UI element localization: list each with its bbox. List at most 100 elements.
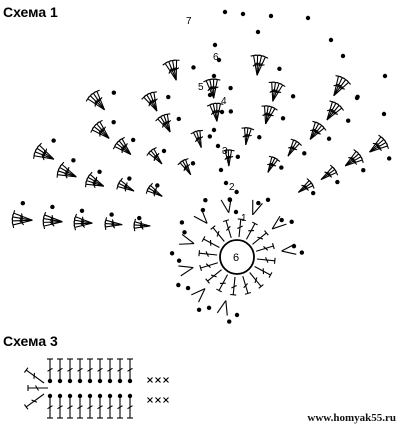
dc-top-bar: [334, 169, 339, 176]
v-stitch-symbol: [216, 300, 228, 316]
double-crochet-symbol: [182, 158, 192, 175]
dc-cross: [333, 83, 340, 87]
dc-cross: [209, 85, 215, 91]
dc-top-bar: [346, 79, 352, 85]
dc-top-bar: [42, 211, 47, 218]
dc-top-bar: [96, 119, 103, 124]
chain-dot: [71, 158, 76, 163]
dc-top-bar: [217, 102, 224, 105]
double-crochet-symbol: [205, 269, 222, 284]
chain-dot: [382, 73, 388, 79]
double-crochet-symbol: [23, 367, 45, 384]
dc-cross: [273, 90, 280, 93]
chain-dot: [111, 90, 117, 95]
dc-cross: [149, 99, 154, 106]
row-number-5: 5: [198, 82, 204, 93]
double-crochet-symbol: [256, 257, 276, 264]
double-crochet-symbol: [245, 127, 255, 146]
v-leg: [201, 209, 208, 224]
chain-dot: [302, 151, 307, 156]
dc-stem: [272, 84, 284, 102]
dc-top-bar: [279, 82, 286, 88]
dc-top-bar: [73, 213, 78, 220]
v-leg: [225, 300, 228, 316]
chain-dot: [310, 190, 316, 196]
dc-stem: [25, 393, 45, 408]
fan-symbols: [11, 9, 392, 324]
dc-top-bar: [182, 158, 189, 162]
dc-cross: [227, 155, 234, 159]
chain-dot: [212, 42, 218, 48]
chain-dot: [227, 319, 232, 324]
center-label: 6: [233, 252, 239, 264]
chain-dot: [206, 305, 212, 311]
dc-stem: [153, 148, 163, 165]
chain-dot: [67, 378, 73, 384]
dc-cross: [258, 64, 265, 67]
chain-dot: [155, 183, 160, 188]
single-crochet-x: [155, 397, 161, 403]
double-crochet-symbol: [150, 91, 158, 112]
dc-cross: [21, 213, 24, 220]
dc-top-bar: [274, 157, 281, 163]
chain-dot: [97, 393, 103, 399]
dc-stem: [252, 232, 267, 245]
dc-stem: [225, 220, 232, 239]
chain-dot: [233, 209, 239, 215]
single-crochet-x: [163, 397, 169, 403]
double-crochet-symbol: [210, 225, 225, 242]
chain-dot: [57, 393, 63, 399]
dc-stem: [245, 223, 256, 240]
dc-cross: [51, 214, 54, 221]
dc-top-bar: [118, 177, 123, 184]
dc-cross: [33, 372, 36, 379]
dc-cross: [216, 230, 220, 237]
dc-cross: [124, 143, 128, 149]
dc-cross: [97, 405, 103, 410]
double-crochet-symbol: [148, 182, 163, 197]
dc-cross: [117, 367, 123, 372]
dc-top-bar: [12, 210, 16, 217]
dc-top-bar: [133, 218, 137, 225]
dc-stem: [309, 127, 325, 140]
v-stitch-symbol: [281, 243, 297, 255]
chain-dot: [203, 198, 208, 203]
chain-dot: [216, 57, 222, 63]
dc-stem: [44, 214, 63, 223]
double-crochet-symbol: [198, 250, 218, 257]
double-crochet-symbol: [119, 136, 132, 155]
dc-cross: [252, 62, 258, 67]
dc-stem: [320, 172, 337, 181]
double-crochet-symbol: [252, 230, 269, 245]
single-crochet-x: [147, 397, 153, 403]
single-crochet-x: [147, 377, 153, 383]
double-crochet-symbol: [96, 119, 110, 139]
dc-top-bar: [252, 221, 258, 226]
dc-stem: [333, 81, 349, 97]
v-leg: [191, 288, 206, 296]
chain-dot: [289, 219, 294, 225]
dc-cross: [231, 285, 237, 289]
v-leg: [216, 300, 227, 314]
chain-dot: [176, 116, 181, 122]
dc-cross: [326, 173, 333, 178]
dc-cross: [111, 219, 115, 226]
double-crochet-symbol: [164, 113, 172, 133]
dc-stem: [256, 258, 275, 262]
v-leg: [281, 243, 296, 252]
dc-top-bar: [104, 217, 108, 224]
double-crochet-symbol: [326, 105, 345, 121]
dc-cross: [87, 367, 93, 372]
dc-stem: [75, 216, 93, 224]
chain-dot: [111, 119, 116, 125]
dc-stem: [61, 163, 77, 178]
v-leg: [220, 199, 230, 214]
dc-cross: [95, 176, 98, 183]
dc-top-bar: [271, 243, 275, 250]
row-number-2: 2: [229, 182, 235, 193]
dc-stem: [96, 91, 106, 111]
dc-cross: [42, 152, 45, 159]
dc-top-bar: [210, 225, 216, 230]
double-crochet-symbol: [150, 146, 163, 165]
